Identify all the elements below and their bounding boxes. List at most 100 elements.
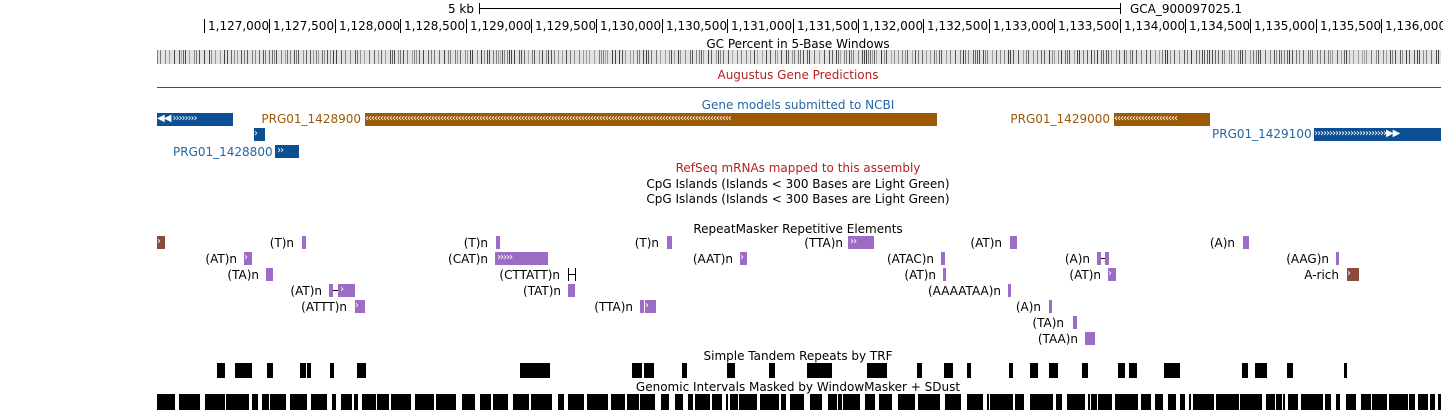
windowmasker-block[interactable] [1115, 394, 1138, 410]
windowmasker-block[interactable] [480, 394, 491, 410]
windowmasker-block[interactable] [531, 394, 552, 410]
repeat-element[interactable] [1010, 236, 1017, 249]
windowmasker-block[interactable] [1141, 394, 1151, 410]
repeat-label[interactable]: A-rich [1304, 268, 1339, 282]
repeat-label[interactable]: (TTA)n [804, 236, 843, 250]
repeat-label[interactable]: (ATAC)n [886, 252, 934, 266]
windowmasker-block[interactable] [990, 394, 1013, 410]
windowmasker-block[interactable] [760, 394, 779, 410]
windowmasker-block[interactable] [270, 394, 286, 410]
windowmasker-block[interactable] [341, 394, 352, 410]
windowmasker-block[interactable] [918, 394, 940, 410]
repeat-element[interactable] [1105, 252, 1109, 265]
windowmasker-block[interactable] [1346, 394, 1356, 410]
repeat-label[interactable]: (AT)n [290, 284, 322, 298]
windowmasker-block[interactable] [157, 394, 175, 410]
repeat-element[interactable]: › [355, 300, 365, 313]
trf-block[interactable] [807, 363, 832, 378]
windowmasker-block[interactable] [1098, 394, 1112, 410]
repeat-label[interactable]: (TAT)n [523, 284, 561, 298]
windowmasker-block[interactable] [415, 394, 434, 410]
trf-track[interactable] [157, 363, 1441, 378]
windowmasker-block[interactable] [1240, 394, 1262, 410]
windowmasker-block[interactable] [252, 394, 258, 410]
windowmasker-block[interactable] [838, 394, 842, 410]
repeat-label[interactable]: (AAT)n [692, 252, 733, 266]
windowmasker-block[interactable] [865, 394, 875, 410]
gene-prg01-1429000[interactable]: ‹‹‹‹‹‹‹‹‹‹‹‹‹‹‹‹‹‹‹‹‹ [1114, 113, 1210, 126]
repeat-lowcomplexity[interactable]: › [157, 236, 165, 249]
trf-block[interactable] [1164, 363, 1180, 378]
windowmasker-block[interactable] [726, 394, 728, 410]
windowmasker-block[interactable] [205, 394, 225, 410]
trf-block[interactable] [1255, 363, 1267, 378]
gene-fragment-left[interactable]: ◀◀ ›››››››› [157, 113, 233, 126]
windowmasker-block[interactable] [1288, 394, 1298, 410]
windowmasker-block[interactable] [688, 394, 693, 410]
windowmasker-block[interactable] [695, 394, 710, 410]
repeat-element[interactable]: › [740, 252, 747, 265]
repeat-element[interactable] [568, 284, 575, 297]
windowmasker-block[interactable] [226, 394, 249, 410]
windowmasker-block[interactable] [362, 394, 376, 410]
repeat-element[interactable] [575, 268, 576, 281]
windowmasker-block[interactable] [790, 394, 804, 410]
windowmasker-block[interactable] [675, 394, 683, 410]
windowmasker-block[interactable] [377, 394, 389, 410]
windowmasker-block[interactable] [828, 394, 837, 410]
windowmasker-block[interactable] [1067, 394, 1085, 410]
repeat-label[interactable]: (AT)n [205, 252, 237, 266]
windowmasker-block[interactable] [493, 394, 508, 410]
windowmasker-block[interactable] [1430, 394, 1435, 410]
repeat-element[interactable] [1008, 284, 1011, 297]
trf-block[interactable] [644, 363, 654, 378]
repeat-label[interactable]: (TA)n [227, 268, 259, 282]
repeat-element[interactable]: › [1108, 268, 1116, 281]
trf-block[interactable] [1129, 363, 1137, 378]
windowmasker-block[interactable] [262, 394, 269, 410]
windowmasker-block[interactable] [1088, 394, 1090, 410]
repeat-element[interactable]: ›› [848, 236, 874, 249]
windowmasker-block[interactable] [1336, 394, 1340, 410]
repeat-element[interactable] [302, 236, 306, 249]
trf-block[interactable] [1242, 363, 1248, 378]
windowmasker-block[interactable] [1189, 394, 1191, 410]
repeat-label[interactable]: (TA)n [1032, 316, 1064, 330]
trf-block[interactable] [632, 363, 642, 378]
windowmasker-block[interactable] [1361, 394, 1371, 410]
repeat-label[interactable]: (TTA)n [594, 300, 633, 314]
repeat-label[interactable]: (AAG)n [1286, 252, 1329, 266]
windowmasker-block[interactable] [1389, 394, 1408, 410]
windowmasker-block[interactable] [1180, 394, 1185, 410]
windowmasker-block[interactable] [843, 394, 860, 410]
trf-block[interactable] [1049, 363, 1058, 378]
refseq-track-title[interactable]: RefSeq mRNAs mapped to this assembly [675, 161, 921, 175]
windowmasker-block[interactable] [810, 394, 822, 410]
trf-block[interactable] [357, 363, 366, 378]
windowmasker-block[interactable] [1056, 394, 1062, 410]
windowmasker-block[interactable] [781, 394, 786, 410]
repeat-label[interactable]: (AT)n [1069, 268, 1101, 282]
windowmasker-block[interactable] [712, 394, 722, 410]
repeat-label[interactable]: (A)n [1015, 300, 1041, 314]
windowmasker-block[interactable] [513, 394, 529, 410]
gc-percent-track-title[interactable]: GC Percent in 5-Base Windows [706, 37, 890, 51]
trf-block[interactable] [867, 363, 887, 378]
gene-fragment-small[interactable]: › [254, 128, 265, 141]
windowmasker-block[interactable] [290, 394, 307, 410]
trf-block[interactable] [944, 363, 953, 378]
windowmasker-block[interactable] [354, 394, 358, 410]
repeat-element[interactable] [667, 236, 672, 249]
windowmasker-track[interactable] [157, 394, 1441, 410]
ncbi-genes-track-title[interactable]: Gene models submitted to NCBI [701, 98, 895, 112]
repeat-element[interactable] [329, 284, 333, 297]
gene-label-prg01-1428800[interactable]: PRG01_1428800 [173, 145, 273, 159]
repeat-element[interactable] [1049, 300, 1052, 313]
repeat-element[interactable] [1243, 236, 1249, 249]
gc-percent-track[interactable] [157, 50, 1441, 64]
repeat-label[interactable]: (CTTATT)n [499, 268, 560, 282]
windowmasker-block[interactable] [1301, 394, 1323, 410]
windowmasker-block[interactable] [558, 394, 564, 410]
windowmasker-block[interactable] [436, 394, 456, 410]
